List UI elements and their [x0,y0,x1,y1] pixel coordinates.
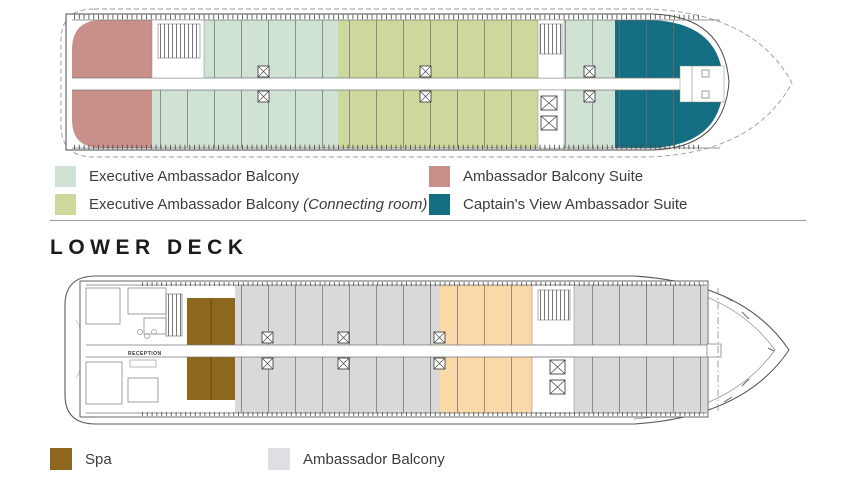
captains-view-ambassador-suite-swatch [429,194,450,215]
shaft-icons [261,331,446,370]
stairs-icon [539,23,563,55]
lower-deck-plan: RECEPTION [64,275,790,425]
lower-service-zones [531,284,575,414]
stairs-icon [537,289,571,321]
legend-label: Executive Ambassador Balcony(Connecting … [89,196,428,213]
legend-item-ambassador-balcony: Ambassador Balcony [268,448,445,470]
elevator-icon [540,115,558,131]
legend-item-executive-ambassador-balcony: Executive Ambassador Balcony [55,166,299,187]
legend-label: Ambassador Balcony [303,450,445,468]
stairs-icon [165,293,183,337]
reception-label: RECEPTION [128,351,162,357]
legend-item-captains-view-ambassador-suite: Captain's View Ambassador Suite [429,194,687,215]
executive-ambassador-balcony-connecting-swatch [55,194,76,215]
ambassador-balcony-suite-swatch [429,166,450,187]
reception-area [85,287,183,405]
elevator-icon [540,95,558,111]
legend-item-ambassador-balcony-suite: Ambassador Balcony Suite [429,166,643,187]
lower-deck-title: LOWER DECK [50,236,249,259]
legend-label: Ambassador Balcony Suite [463,168,644,185]
section-divider [50,220,806,221]
bow-corridor [679,65,725,103]
legend-item-spa: Spa [50,448,112,470]
ambassador-balcony-swatch [268,448,290,470]
elevator-icon [549,379,566,395]
legend-label: Captain's View Ambassador Suite [463,196,688,213]
shaft-icons [257,65,596,103]
legend-item-executive-ambassador-balcony-connecting: Executive Ambassador Balcony(Connecting … [55,194,427,215]
bow-corridor-end [706,343,722,358]
bow-details [717,288,775,412]
region-ambassador-balcony-suite-top [72,20,152,78]
upper-deck-plan [60,8,793,158]
upper-service-zones [151,19,565,149]
balcony-ticks [74,14,702,150]
lower-wall-lines-bottom [235,357,702,413]
legend-label: Spa [85,450,112,468]
elevator-icon [549,359,566,375]
executive-ambassador-balcony-swatch [55,166,76,187]
stairs-icon [157,23,201,59]
lower-wall-lines-top [235,285,702,345]
spa-rooms [187,298,235,400]
region-ambassador-balcony-suite-bottom [72,90,152,148]
upper-hull-outline [60,8,793,158]
legend-label: Executive Ambassador Balcony [89,168,300,185]
spa-swatch [50,448,72,470]
